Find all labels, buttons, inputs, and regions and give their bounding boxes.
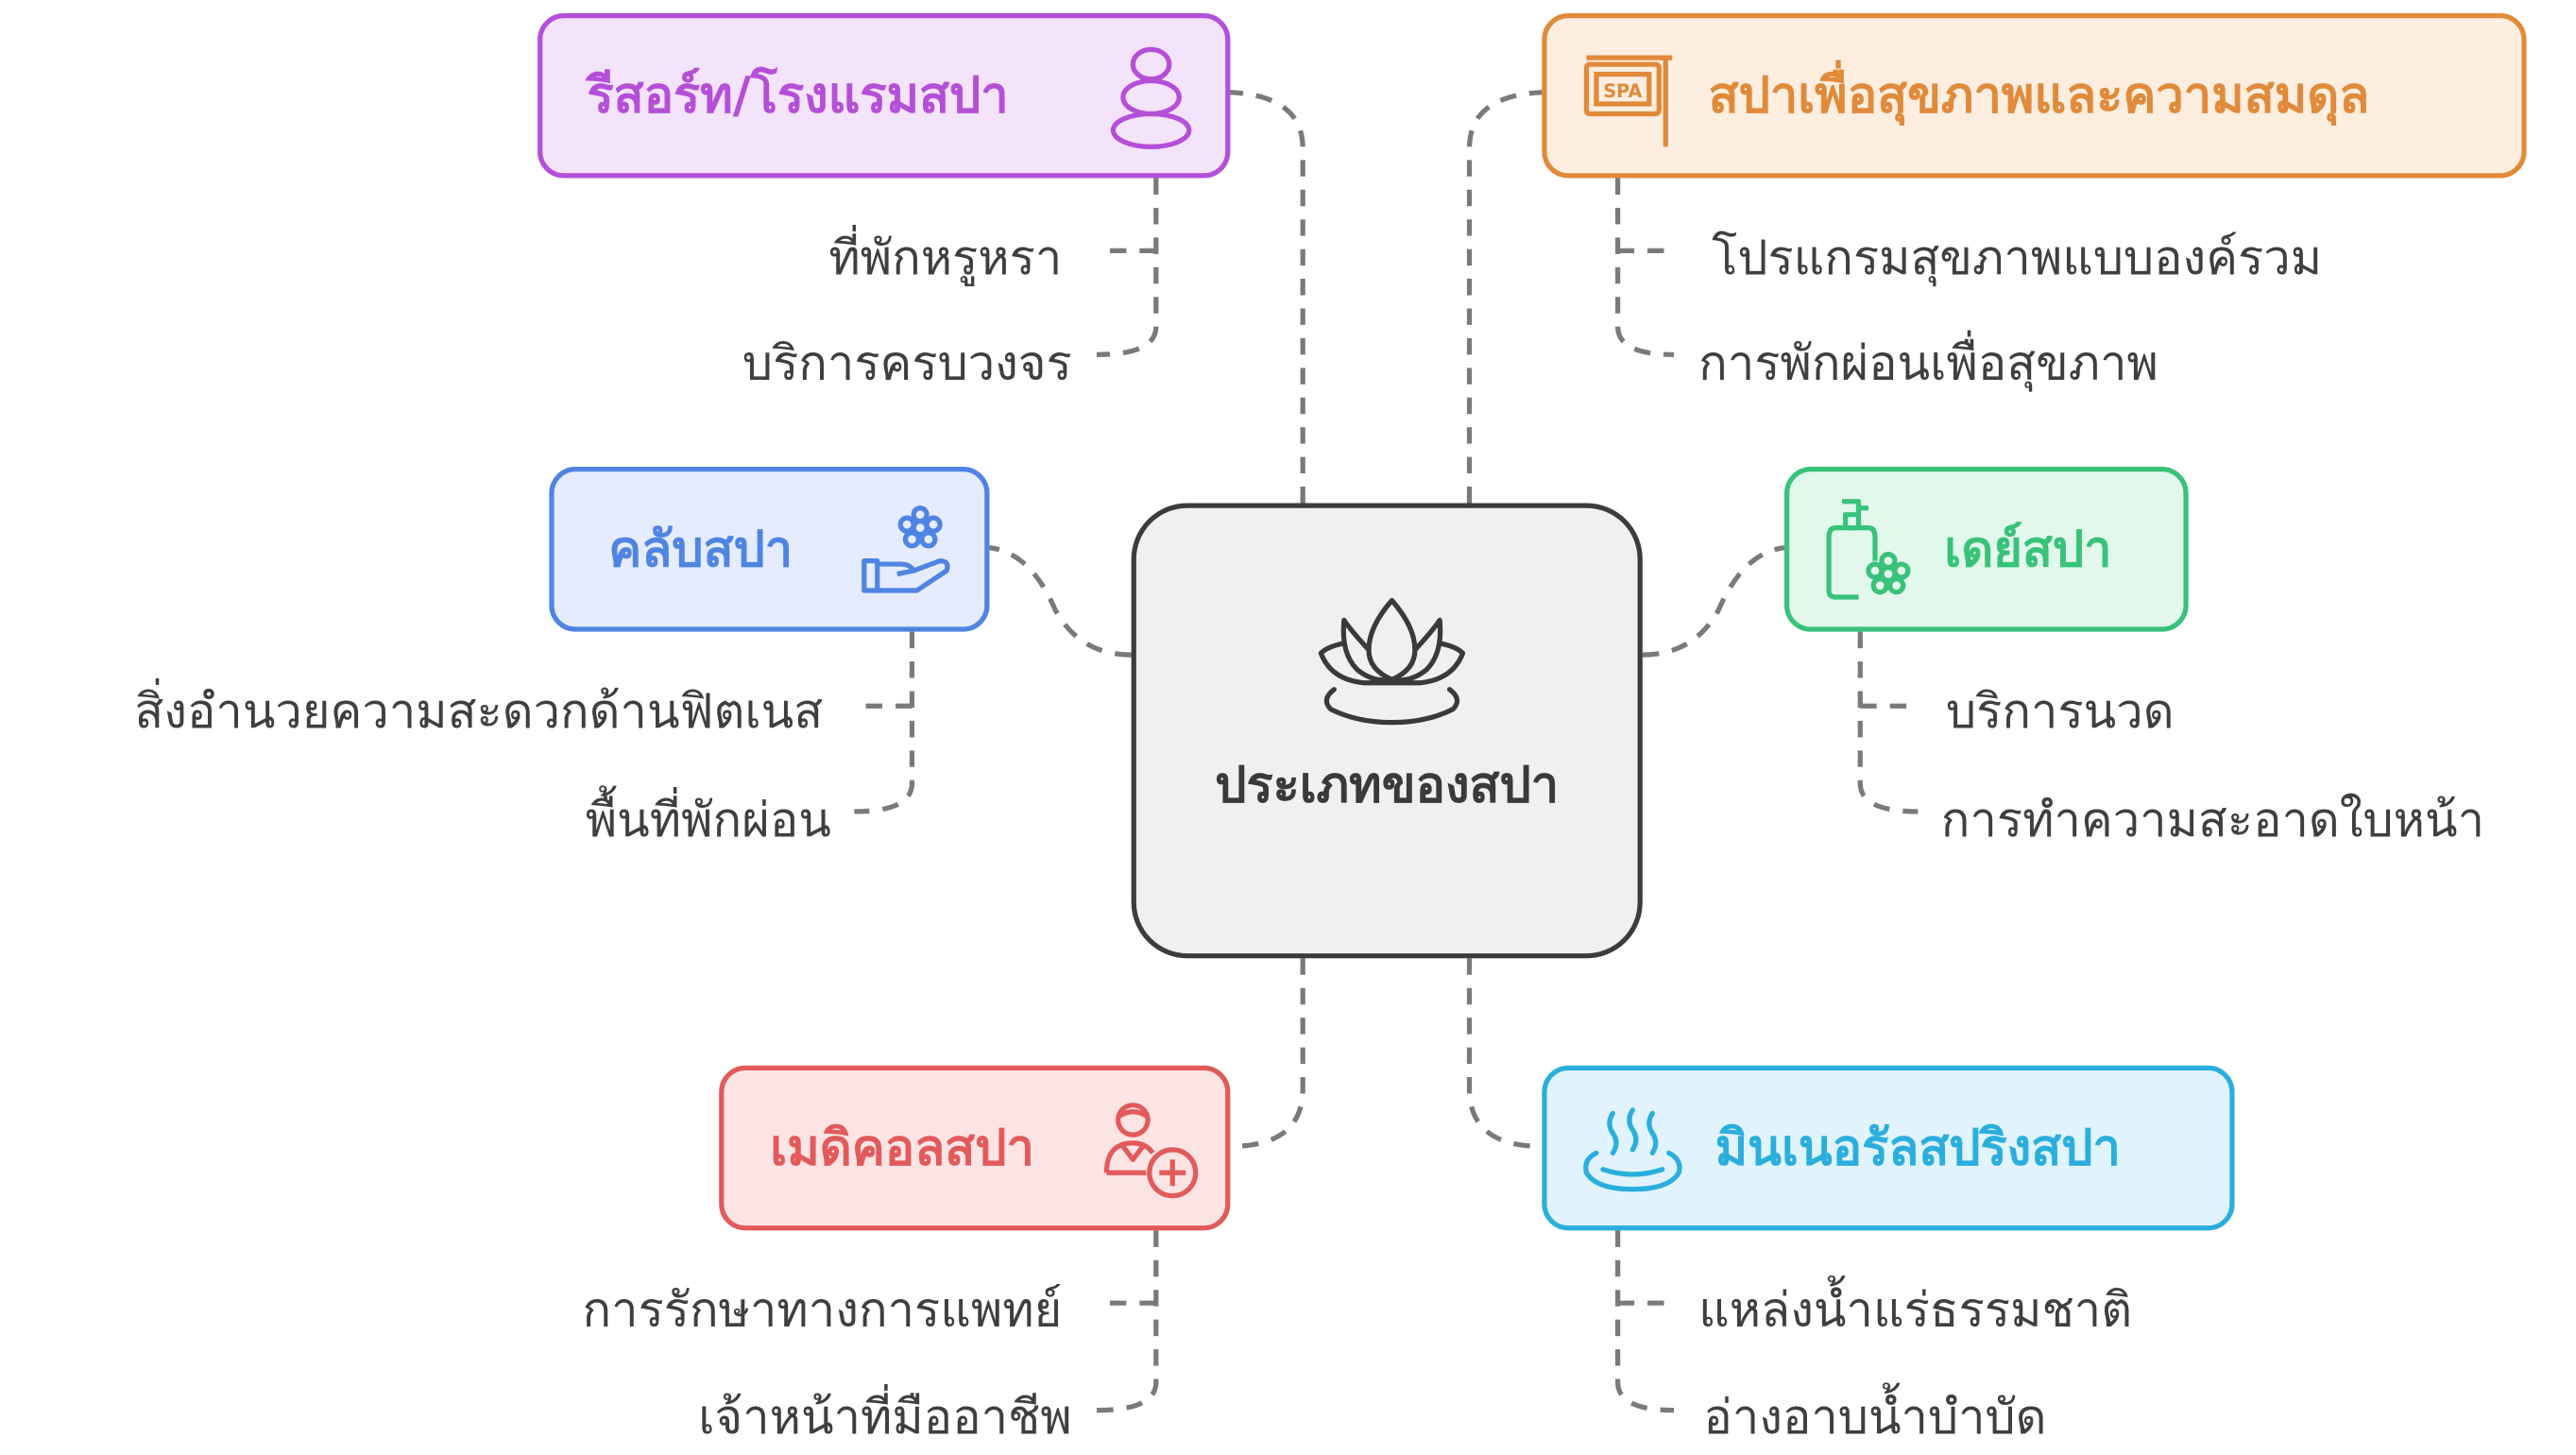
leaf-day-2: การทำความสะอาดใบหน้า [1940, 791, 2485, 848]
category-resort-node[interactable]: รีสอร์ท/โรงแรมสปา [537, 12, 1231, 179]
leaf-wellness-1: โปรแกรมสุขภาพแบบองค์รวม [1712, 229, 2323, 286]
svg-text:SPA: SPA [1603, 80, 1642, 102]
category-resort-label: รีสอร์ท/โรงแรมสปา [587, 66, 1009, 125]
connector-medical [1230, 958, 1305, 1149]
category-medical-label: เมดิคอลสปา [770, 1119, 1034, 1177]
leaf-medical-1: การรักษาทางการแพทย์ [582, 1281, 1063, 1338]
category-club-label: คลับสปา [608, 520, 793, 578]
hand-flower-icon [862, 505, 950, 593]
hot-spring-icon [1583, 1107, 1682, 1192]
leaf-medical-2: เจ้าหน้าที่มืออาชีพ [698, 1388, 1072, 1446]
stacked-stones-icon [1110, 46, 1192, 149]
connector-resort [1230, 90, 1305, 504]
category-mineral-label: มินเนอรัลสปริงสปา [1714, 1119, 2121, 1177]
lotus-icon [1318, 597, 1466, 726]
leaf-day-1: บริการนวด [1946, 682, 2175, 740]
leaf-mineral-2: อ่างอาบน้ำบำบัด [1703, 1388, 2047, 1446]
category-day-node[interactable]: เดย์สปา [1783, 467, 2189, 632]
connector-mineral [1466, 958, 1543, 1149]
leaf-club-1: สิ่งอำนวยความสะดวกด้านฟิตเนส [134, 682, 824, 740]
connector-club [989, 545, 1132, 658]
category-day-label: เดย์สปา [1944, 520, 2112, 578]
connector-wellness [1466, 90, 1543, 504]
category-mineral-node[interactable]: มินเนอรัลสปริงสปา [1542, 1065, 2235, 1231]
leaf-club-2: พื้นที่พักผ่อน [585, 791, 831, 848]
leaf-resort-2: บริการครบวงจร [742, 334, 1072, 391]
spa-sign-icon: SPA [1583, 55, 1673, 147]
category-club-node[interactable]: คลับสปา [549, 467, 990, 632]
doctor-plus-icon [1103, 1103, 1199, 1199]
center-title: ประเภทของสปา [1215, 757, 1560, 815]
category-medical-node[interactable]: เมดิคอลสปา [719, 1065, 1231, 1231]
connector-day [1642, 545, 1785, 658]
lotion-flower-icon [1826, 499, 1911, 600]
center-node: ประเภทของสปา [1131, 503, 1643, 959]
leaf-resort-1: ที่พักหรูหรา [828, 229, 1063, 286]
leaf-wellness-2: การพักผ่อนเพื่อสุขภาพ [1698, 334, 2158, 391]
category-wellness-label: สปาเพื่อสุขภาพและความสมดุล [1708, 66, 2370, 125]
category-wellness-node[interactable]: SPA สปาเพื่อสุขภาพและความสมดุล [1542, 12, 2527, 179]
leaf-mineral-1: แหล่งน้ำแร่ธรรมชาติ [1698, 1281, 2133, 1338]
